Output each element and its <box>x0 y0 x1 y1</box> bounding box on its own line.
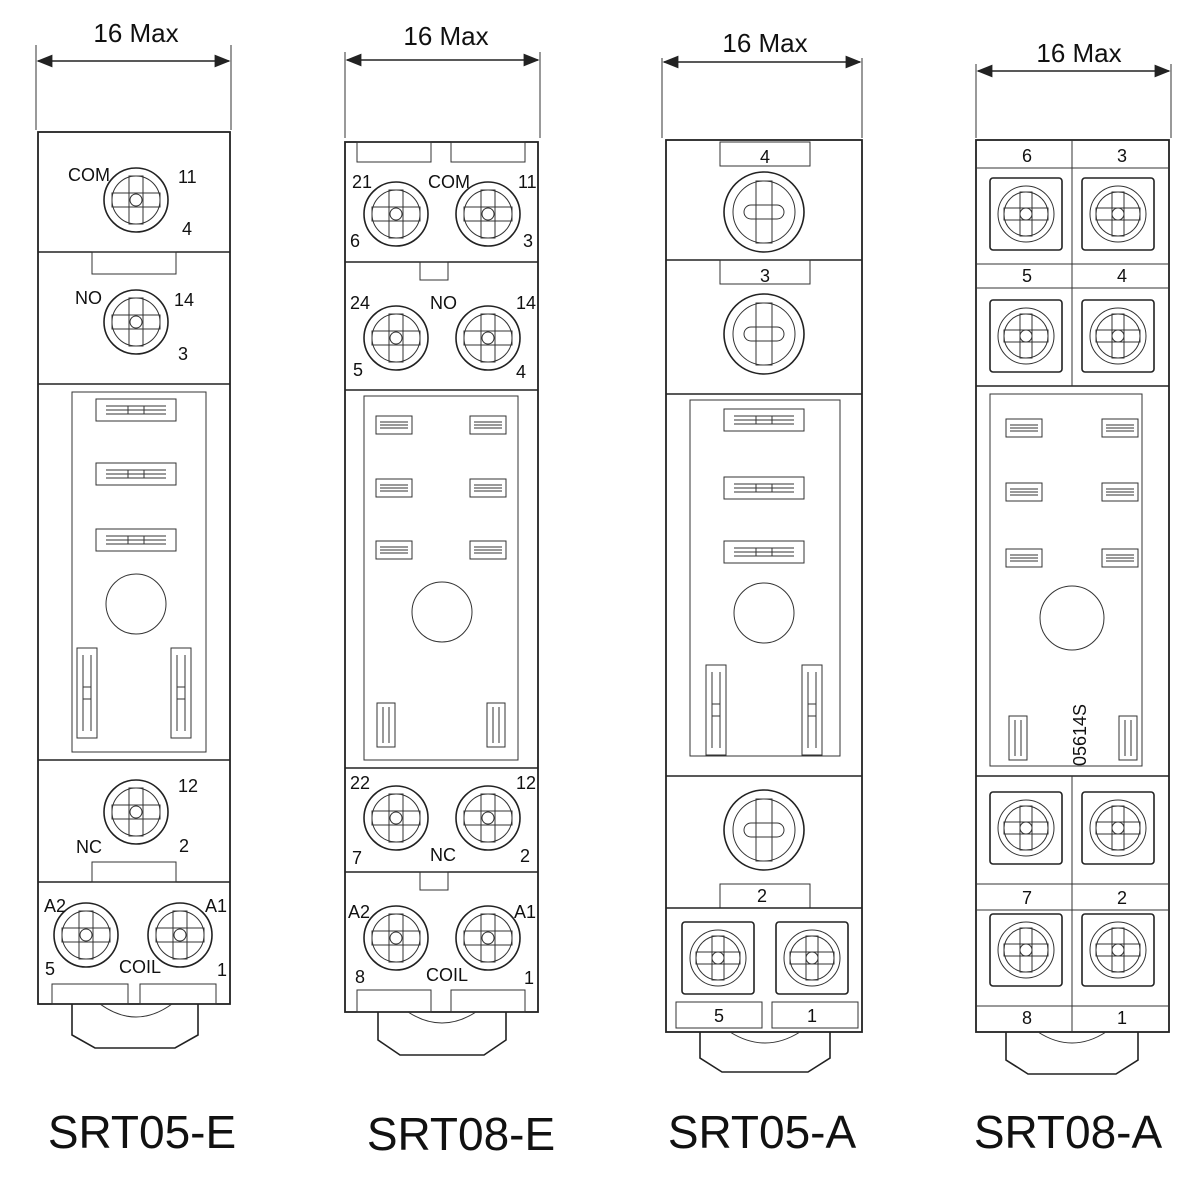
label-nc: NC <box>76 837 102 857</box>
label-3: 3 <box>523 231 533 251</box>
label-com: COM <box>68 165 110 185</box>
socket-name: SRT05-E <box>48 1106 236 1158</box>
socket-name: SRT05-A <box>668 1106 857 1158</box>
label-a1: A1 <box>205 896 227 916</box>
label-14: 14 <box>516 293 536 313</box>
label-5: 5 <box>45 959 55 979</box>
socket-srt08-e: 16 Max 21 COM 11 6 3 <box>344 21 555 1160</box>
label-4: 4 <box>516 362 526 382</box>
label-2: 2 <box>757 886 767 906</box>
label-2: 2 <box>1117 888 1127 908</box>
label-24: 24 <box>350 293 370 313</box>
label-7: 7 <box>1022 888 1032 908</box>
label-a2: A2 <box>44 896 66 916</box>
label-coil: COIL <box>119 957 161 977</box>
dimension-label: 16 Max <box>1036 38 1121 68</box>
label-14: 14 <box>174 290 194 310</box>
label-8: 8 <box>1022 1008 1032 1028</box>
socket-name: SRT08-E <box>367 1108 555 1160</box>
label-3: 3 <box>760 266 770 286</box>
label-21: 21 <box>352 172 372 192</box>
label-1: 1 <box>217 960 227 980</box>
socket-srt08-a: 16 Max 6 3 5 4 05614S <box>974 38 1172 1158</box>
label-nc: NC <box>430 845 456 865</box>
label-3: 3 <box>178 344 188 364</box>
dimension-label: 16 Max <box>403 21 488 51</box>
label-1: 1 <box>1117 1008 1127 1028</box>
socket-srt05-e: 16 Max COM 11 4 NO 14 3 12 NC 2 A2 A1 <box>35 18 236 1158</box>
label-com: COM <box>428 172 470 192</box>
label-coil: COIL <box>426 965 468 985</box>
dimension-label: 16 Max <box>722 28 807 58</box>
label-6: 6 <box>350 231 360 251</box>
label-5: 5 <box>1022 266 1032 286</box>
label-1: 1 <box>524 968 534 988</box>
label-7: 7 <box>352 848 362 868</box>
label-1: 1 <box>807 1006 817 1026</box>
label-no: NO <box>75 288 102 308</box>
socket-name: SRT08-A <box>974 1106 1163 1158</box>
socket-srt05-a: 16 Max 4 3 2 5 1 SRT05-A <box>661 28 863 1158</box>
label-2: 2 <box>179 836 189 856</box>
label-a2: A2 <box>348 902 370 922</box>
label-11: 11 <box>518 172 537 192</box>
label-4: 4 <box>1117 266 1127 286</box>
label-12: 12 <box>178 776 198 796</box>
label-5: 5 <box>353 360 363 380</box>
dimension-label: 16 Max <box>93 18 178 48</box>
label-5: 5 <box>714 1006 724 1026</box>
label-a1: A1 <box>514 902 536 922</box>
code-label: 05614S <box>1070 704 1090 766</box>
label-6: 6 <box>1022 146 1032 166</box>
label-4: 4 <box>182 219 192 239</box>
label-8: 8 <box>355 967 365 987</box>
label-22: 22 <box>350 773 370 793</box>
label-no: NO <box>430 293 457 313</box>
label-12: 12 <box>516 773 536 793</box>
label-11: 11 <box>178 167 197 187</box>
label-4: 4 <box>760 147 770 167</box>
label-3: 3 <box>1117 146 1127 166</box>
label-2: 2 <box>520 846 530 866</box>
